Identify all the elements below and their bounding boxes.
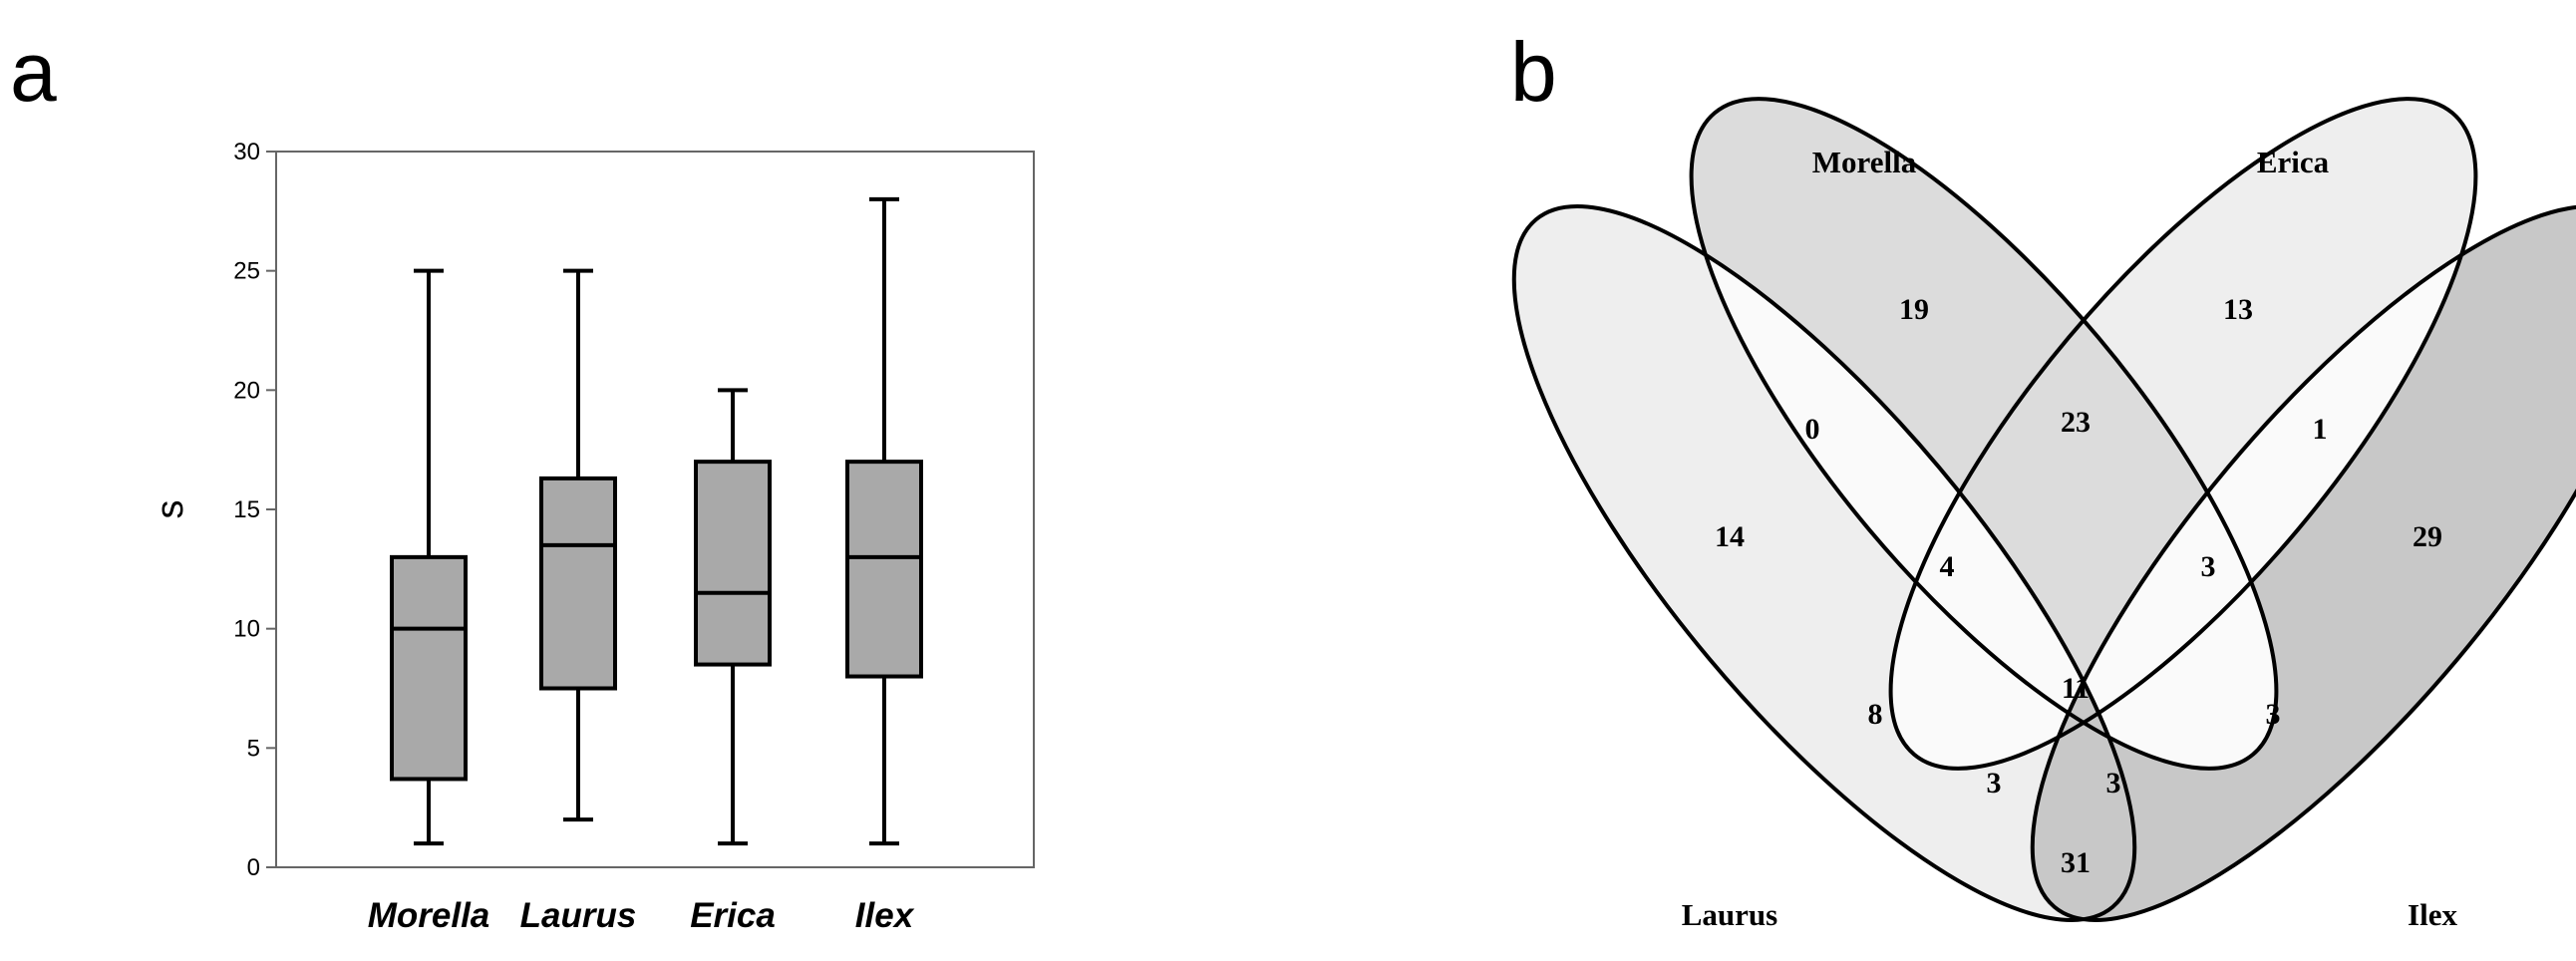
region-count: 3: [2106, 767, 2121, 800]
set-fill-erica: [1890, 99, 2476, 769]
region-count: 29: [2413, 520, 2442, 553]
iqr-box: [845, 460, 923, 679]
set-fill-laurus: [1513, 206, 2135, 920]
x-category-label: Laurus: [520, 896, 637, 935]
y-tick-label: 20: [233, 377, 260, 404]
overlap-laurus-ilex-fill: [2032, 206, 2228, 920]
set-label-erica: Erica: [2257, 145, 2330, 179]
region-count: 3: [1987, 767, 2002, 800]
overlap-erica-ilex: [2032, 206, 2567, 851]
x-category-label: Morella: [368, 896, 490, 935]
overlap-laurus-morella: [1691, 123, 2228, 769]
overlap-laurus-morella-fill: [1691, 123, 2228, 769]
iqr-box: [390, 554, 468, 782]
region-count: 3: [2266, 698, 2281, 731]
set-outline-ilex: [2030, 204, 2576, 922]
region-count: 0: [1805, 413, 1820, 446]
region-count: 1: [2313, 413, 2328, 446]
overlap-morella-ilex-fill: [2032, 206, 2368, 851]
region-count: 4: [1940, 550, 1955, 583]
y-tick-label: 15: [233, 496, 260, 523]
box-morella: [390, 268, 468, 846]
overlap-laurus-erica-fill: [1890, 123, 2228, 769]
set-label-morella: Morella: [1812, 145, 1917, 179]
overlap-laurus-erica: [1890, 123, 2228, 769]
iqr-box: [539, 476, 617, 691]
y-tick-label: 10: [233, 616, 260, 643]
overlap-morella-erica-fill: [1890, 99, 2368, 769]
set-label-ilex: Ilex: [2408, 897, 2457, 932]
panel-label-b: b: [1510, 25, 1557, 119]
x-category-label: Ilex: [855, 896, 915, 935]
panel-label-a: a: [10, 25, 57, 119]
y-tick-label: 25: [233, 258, 260, 285]
box-erica: [694, 388, 772, 846]
region-count: 14: [1715, 520, 1745, 553]
overlap-laurus-ilex: [2032, 206, 2228, 920]
y-axis-label: s: [150, 500, 191, 519]
region-count: 31: [2061, 846, 2091, 879]
set-label-laurus: Laurus: [1682, 897, 1777, 932]
set-fill-ilex: [2032, 206, 2576, 920]
region-count: 11: [2062, 672, 2090, 705]
x-category-label: Erica: [690, 896, 776, 935]
region-count: 13: [2223, 293, 2253, 326]
y-tick-label: 30: [233, 139, 260, 165]
y-tick-label: 5: [247, 735, 260, 762]
set-outline-laurus: [1511, 204, 2137, 922]
region-count: 23: [2061, 406, 2091, 439]
overlap-erica-ilex-fill: [2032, 206, 2567, 851]
region-count: 3: [2201, 550, 2216, 583]
y-tick-label: 0: [247, 854, 260, 881]
set-outline-morella: [1689, 97, 2279, 771]
region-count: 8: [1868, 698, 1883, 731]
overlap-morella-erica: [1890, 99, 2368, 769]
iqr-box: [694, 460, 772, 667]
set-outline-erica: [1888, 97, 2478, 771]
set-fill-morella: [1691, 99, 2277, 769]
box-ilex: [845, 196, 923, 846]
overlap-morella-ilex: [2032, 206, 2368, 851]
region-count: 19: [1899, 293, 1929, 326]
box-laurus: [539, 268, 617, 822]
